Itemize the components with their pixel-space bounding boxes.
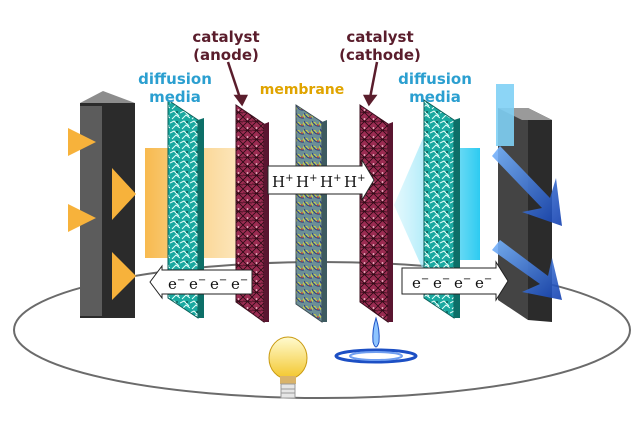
cathode-catalyst-label-line2: (cathode)	[339, 46, 421, 64]
membrane-label: membrane	[259, 82, 345, 98]
cathode-catalyst-label: catalyst (cathode)	[334, 28, 426, 64]
light-bulb-icon	[268, 336, 308, 399]
anode-catalyst-label: catalyst (anode)	[186, 28, 266, 64]
oxidant-exhaust-arrows	[492, 84, 562, 300]
right-diffusion-label-line1: diffusion	[398, 70, 472, 88]
anode-catalyst-label-line2: (anode)	[193, 46, 259, 64]
cathode-catalyst-layer	[359, 104, 389, 323]
proton-transport-arrow: H+H+H+H+	[267, 158, 375, 202]
anode-catalyst-label-line1: catalyst	[192, 28, 260, 46]
right-diffusion-media-label: diffusion media	[390, 70, 480, 106]
right-electron-arrow: e−e−e−e−	[401, 260, 509, 302]
left-diffusion-media-label: diffusion media	[130, 70, 220, 106]
left-electron-labels: e−e−e−e−	[168, 275, 248, 293]
left-diffusion-label-line1: diffusion	[138, 70, 212, 88]
catalyst-leader-lines	[226, 61, 379, 107]
left-electron-arrow: e−e−e−e−	[149, 264, 253, 300]
left-diffusion-label-line2: media	[149, 88, 201, 106]
fuel-input-arrows	[68, 128, 136, 300]
cathode-catalyst-label-line1: catalyst	[346, 28, 414, 46]
right-diffusion-label-line2: media	[409, 88, 461, 106]
left-bipolar-plate	[80, 91, 135, 318]
water-drop-icon	[334, 316, 418, 364]
membrane-layer	[295, 104, 323, 323]
